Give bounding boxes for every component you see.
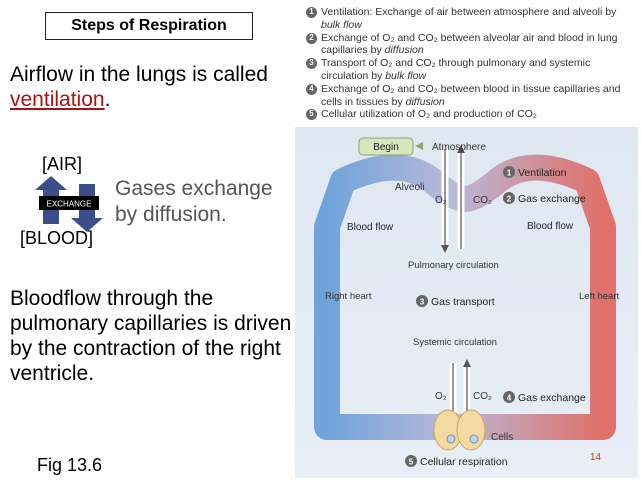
step2-label: Gas exchange bbox=[518, 193, 586, 205]
bloodflow-text: Bloodflow through the pulmonary capillar… bbox=[10, 287, 292, 385]
svg-text:4: 4 bbox=[507, 394, 512, 403]
atmosphere-label: Atmosphere bbox=[432, 142, 486, 153]
svg-text:Begin: Begin bbox=[373, 142, 399, 153]
slide-title: Steps of Respiration bbox=[45, 12, 253, 40]
left-heart-label: Left heart bbox=[579, 291, 619, 302]
blood-flow-right-label: Blood flow bbox=[527, 221, 574, 232]
pulmonary-circulation-label: Pulmonary circulation bbox=[408, 260, 499, 271]
co2-top-label: CO₂ bbox=[473, 195, 492, 206]
o2-top-label: O₂ bbox=[435, 195, 447, 206]
systemic-circulation-label: Systemic circulation bbox=[413, 337, 497, 348]
exchange-label: EXCHANGE bbox=[47, 200, 92, 209]
airflow-text: Airflow in the lungs is called ventilati… bbox=[10, 62, 290, 112]
gas-arrows-top bbox=[441, 145, 465, 253]
page-number: 14 bbox=[590, 452, 602, 463]
circulation-loop bbox=[314, 154, 616, 440]
blood-flow-left-label: Blood flow bbox=[347, 222, 394, 233]
respiration-diagram: Begin Atmosphere Alveoli O₂ CO₂ 1 Ventil… bbox=[295, 127, 638, 478]
svg-text:1: 1 bbox=[507, 169, 512, 178]
exchange-arrows-icon: EXCHANGE bbox=[35, 176, 103, 232]
ventilation-term: ventilation bbox=[10, 88, 105, 111]
airflow-pre: Airflow in the lungs is called bbox=[10, 63, 268, 86]
step1-label: Ventilation bbox=[518, 167, 567, 179]
step3-label: Gas transport bbox=[431, 296, 495, 308]
co2-bottom-label: CO₂ bbox=[473, 391, 492, 402]
blood-label: [BLOOD] bbox=[20, 228, 94, 248]
step5-label: Cellular respiration bbox=[420, 456, 508, 468]
gases-exchange-text: Gases exchange by diffusion. bbox=[115, 176, 273, 228]
svg-text:2: 2 bbox=[507, 195, 512, 204]
alveoli-label: Alveoli bbox=[395, 182, 424, 193]
gases-line2: by diffusion. bbox=[115, 203, 227, 226]
svg-text:5: 5 bbox=[409, 458, 414, 467]
begin-badge bbox=[358, 137, 414, 156]
cells-icon bbox=[433, 409, 486, 451]
airflow-post: . bbox=[104, 88, 111, 111]
step4-label: Gas exchange bbox=[518, 392, 586, 404]
right-heart-label: Right heart bbox=[325, 291, 372, 302]
gas-arrows-bottom bbox=[449, 359, 471, 421]
o2-bottom-label: O₂ bbox=[435, 391, 447, 402]
svg-text:3: 3 bbox=[420, 298, 425, 307]
figure-caption: Fig 13.6 bbox=[37, 455, 103, 475]
gases-line1: Gases exchange bbox=[115, 177, 273, 200]
cells-label: Cells bbox=[491, 432, 513, 443]
air-label: [AIR] bbox=[42, 154, 83, 174]
